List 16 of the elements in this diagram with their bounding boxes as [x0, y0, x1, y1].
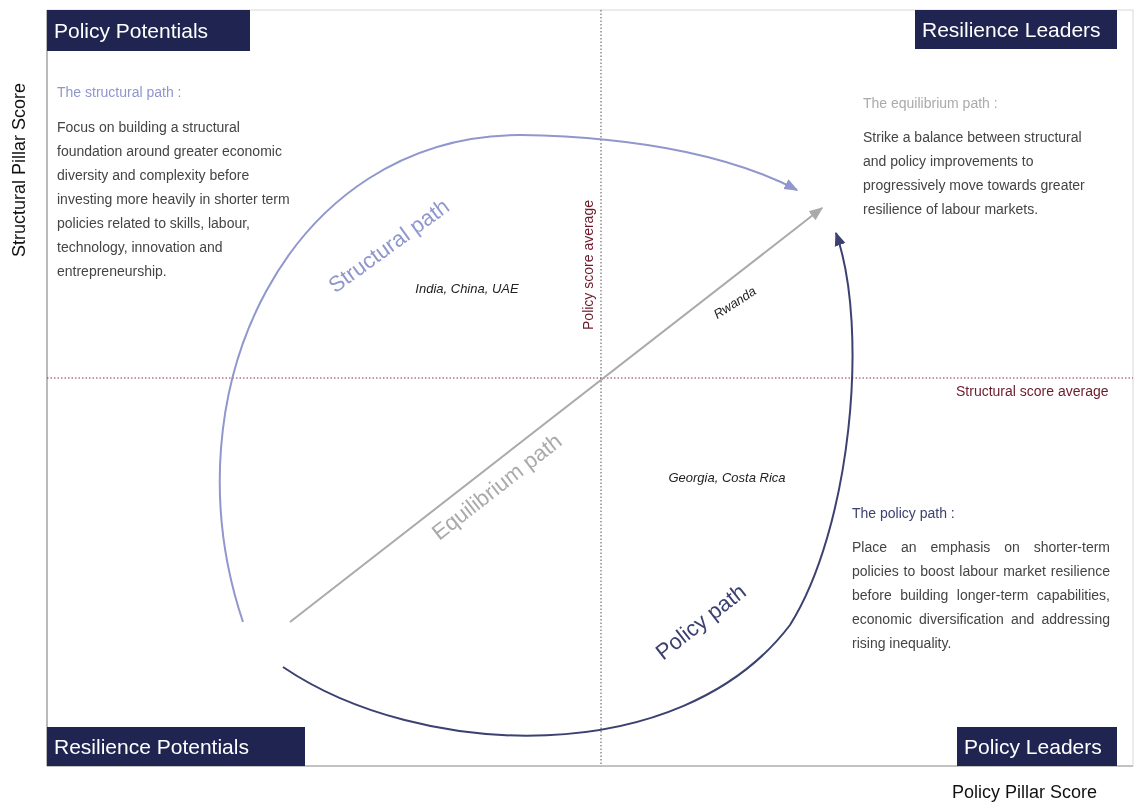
country-label: Georgia, Costa Rica [668, 469, 786, 487]
quadrant-title: Resilience Leaders [915, 10, 1117, 49]
section-heading: The structural path : [57, 83, 182, 102]
section-heading: The policy path : [852, 504, 955, 523]
quadrant-title: Policy Potentials [47, 10, 250, 51]
section-heading: The equilibrium path : [863, 94, 998, 113]
axis-title: Structural Pillar Score [8, 82, 30, 258]
description-text: Strike a balance between structural and policy improvements to progressively move towards greater resilience of labour markets. [863, 128, 1086, 219]
description-text: Place an emphasis on shorter-term policies to boost labour market resilience before building longer-term capabilities, economic diversification and addressing rising inequality. [852, 538, 1110, 653]
country-label: India, China, UAE [415, 280, 519, 298]
line-label: Policy score average [579, 200, 597, 330]
line-label: Structural score average [956, 382, 1109, 401]
quadrant-title: Policy Leaders [957, 727, 1117, 766]
description-text: Focus on building a structural foundation around greater economic diversity and complexity before investing more heavily in shorter term policies related to skills, labour, technology, innovation and entrepreneurship. [57, 118, 291, 281]
axis-title: Policy Pillar Score [952, 781, 1098, 804]
quadrant-title: Resilience Potentials [47, 727, 305, 766]
